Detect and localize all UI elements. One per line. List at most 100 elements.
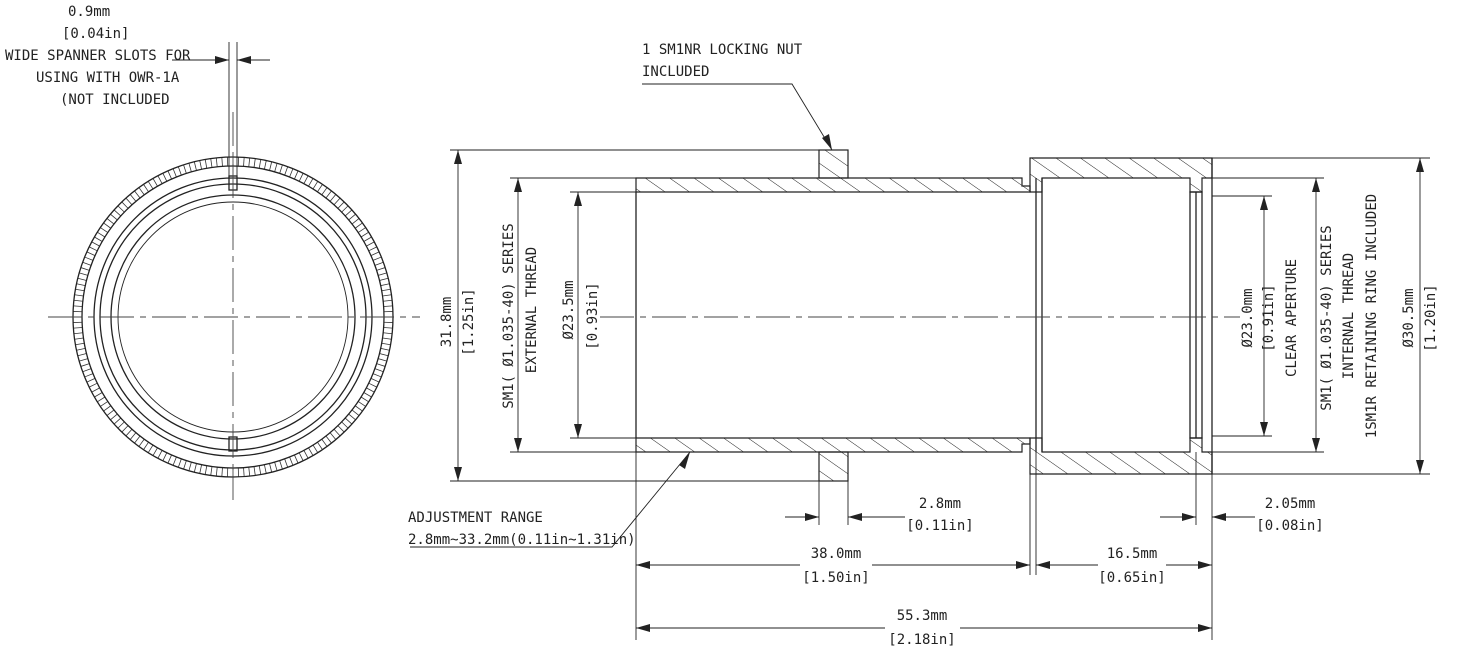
housing-diameter-mm: Ø30.5mm [1401, 288, 1417, 347]
knurl-tooth [289, 456, 294, 466]
ring-offset-mm: 2.05mm [1265, 496, 1316, 512]
knurl-tooth [167, 170, 172, 180]
knurl-tooth [193, 463, 197, 473]
knurl-tooth [243, 157, 245, 167]
knurl-tooth [74, 294, 84, 297]
knurl-tooth [162, 452, 168, 461]
knurl-tooth [77, 277, 87, 281]
knurled-ring [73, 157, 393, 477]
knurl-tooth [106, 218, 115, 225]
knurl-tooth [294, 454, 299, 464]
knurl-tooth [172, 168, 177, 178]
knurl-tooth [91, 387, 100, 393]
knurl-tooth [138, 438, 145, 447]
knurl-tooth [284, 166, 289, 176]
knurl-tooth [308, 447, 314, 456]
clear-aperture-label: CLEAR APERTURE [1284, 259, 1300, 377]
knurl-tooth [382, 294, 392, 297]
knurl-tooth [381, 342, 391, 346]
knurl-tooth [372, 256, 382, 261]
knurl-tooth [143, 184, 149, 193]
knurl-tooth [177, 458, 182, 468]
locking-nut-line-1: 1 SM1NR LOCKING NUT [642, 42, 803, 58]
knurl-tooth [329, 432, 337, 440]
knurl-tooth [344, 417, 353, 425]
knurl-tooth [79, 358, 88, 362]
knurl-tooth [84, 373, 94, 378]
knurl-tooth [117, 205, 125, 213]
knurl-tooth [162, 173, 168, 182]
knurl-tooth [263, 160, 267, 170]
knurl-tooth [80, 267, 90, 271]
internal-thread-line-3: 1SM1R RETAINING RING INCLUDED [1364, 194, 1380, 438]
knurl-tooth [333, 428, 341, 437]
knurl-tooth [374, 261, 384, 266]
knurl-tooth [73, 305, 83, 307]
knurl-tooth [117, 421, 125, 429]
inner-diameter-in: [0.93in] [585, 282, 601, 349]
knurl-tooth [312, 181, 319, 190]
knurl-tooth [348, 413, 356, 421]
knurl-tooth [303, 450, 309, 459]
knurl-tooth [103, 222, 112, 229]
knurl-tooth [75, 288, 85, 292]
knurl-tooth [376, 363, 386, 367]
housing-length-mm: 16.5mm [1107, 546, 1158, 562]
knurl-tooth [76, 283, 86, 287]
knurl-tooth [380, 347, 390, 351]
knurl-tooth [204, 159, 208, 169]
knurl-tooth [73, 332, 83, 335]
knurl-tooth [113, 209, 122, 217]
external-thread-line-1: SM1( Ø1.035-40) SERIES [501, 223, 517, 408]
knurl-tooth [89, 382, 98, 388]
knurl-tooth [84, 256, 94, 261]
knurl-tooth [74, 337, 84, 340]
knurl-tooth [113, 417, 122, 425]
knurl-tooth [110, 413, 118, 421]
knurl-tooth [298, 452, 304, 461]
knurl-tooth [221, 467, 223, 477]
overall-length-in: [2.18in] [888, 632, 955, 648]
adjustment-line-1: ADJUSTMENT RANGE [408, 510, 543, 526]
internal-thread-line-2: INTERNAL THREAD [1341, 253, 1357, 379]
knurl-tooth [86, 378, 96, 383]
knurl-tooth [82, 368, 92, 373]
knurl-tooth [177, 166, 182, 176]
knurl-tooth [199, 160, 203, 170]
spanner-note-1: WIDE SPANNER SLOTS FOR [5, 48, 191, 64]
knurl-tooth [253, 466, 256, 476]
knurl-tooth [91, 241, 100, 247]
tube-wall-top [635, 177, 1031, 193]
knurl-tooth [317, 441, 323, 450]
knurl-tooth [106, 409, 115, 416]
knurl-tooth [378, 272, 387, 276]
knurl-tooth [172, 456, 177, 466]
knurl-tooth [73, 299, 83, 302]
adjustment-leader [410, 451, 691, 548]
locking-nut-line-2: INCLUDED [642, 64, 709, 80]
knurl-tooth [80, 363, 90, 367]
knurl-tooth [97, 396, 106, 403]
knurl-tooth [125, 428, 133, 437]
ring-offset-in: [0.08in] [1256, 518, 1323, 534]
knurl-tooth [121, 425, 129, 433]
knurl-tooth [97, 231, 106, 238]
knurl-tooth [374, 368, 384, 373]
knurl-tooth [294, 170, 299, 180]
knurl-tooth [289, 168, 294, 178]
knurl-tooth [129, 432, 137, 440]
internal-thread-line-1: SM1( Ø1.035-40) SERIES [1319, 225, 1335, 410]
knurl-tooth [370, 251, 380, 256]
knurl-tooth [138, 187, 145, 196]
knurl-tooth [368, 382, 377, 388]
nut-thickness-in: [0.11in] [906, 518, 973, 534]
knurl-tooth [284, 458, 289, 468]
knurl-tooth [253, 158, 256, 168]
spanner-note-3: (NOT INCLUDED [60, 92, 170, 108]
knurl-tooth [147, 181, 154, 190]
knurl-tooth [129, 194, 137, 202]
knurl-tooth [341, 421, 349, 429]
knurl-tooth [351, 409, 360, 416]
knurl-tooth [380, 283, 390, 287]
knurl-tooth [383, 332, 393, 335]
